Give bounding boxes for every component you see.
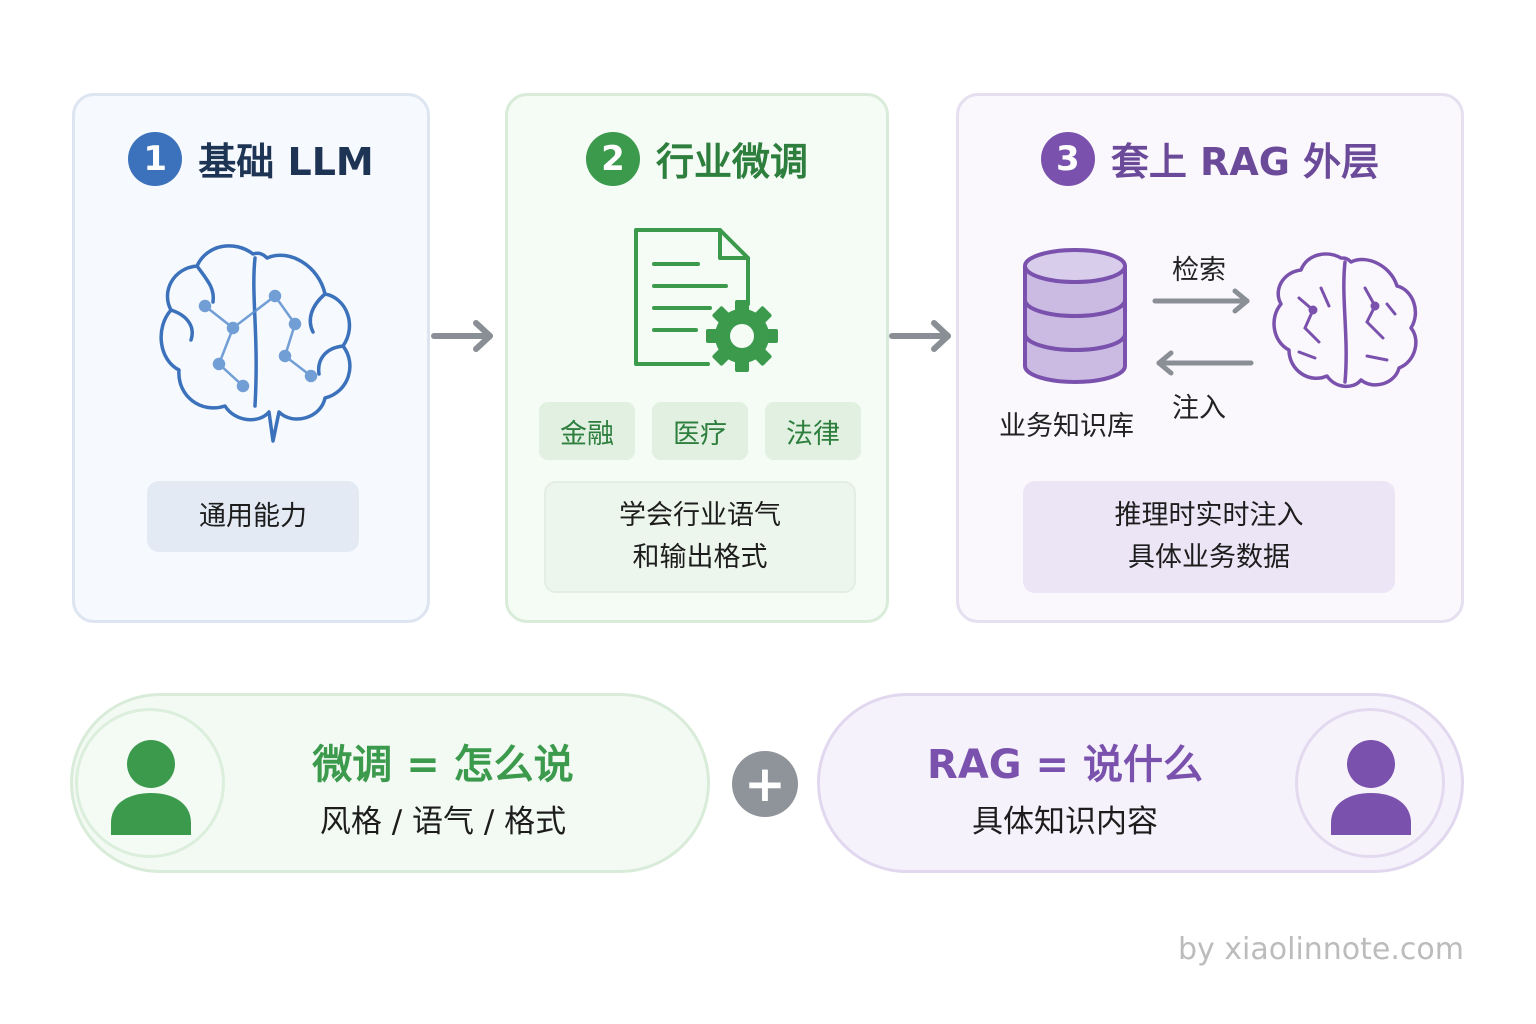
person-icon: [1331, 740, 1411, 835]
step-caption: 通用能力: [147, 481, 359, 552]
arrow-right-icon: [431, 320, 493, 352]
step-header: 3 套上 RAG 外层: [959, 131, 1461, 186]
tag-legal: 法律: [765, 402, 861, 460]
step-card-base-llm: 1 基础 LLM 通用能力: [72, 93, 430, 623]
brain-icon: [159, 244, 352, 443]
arrow-right-icon: [889, 320, 951, 352]
step-header: 2 行业微调: [508, 131, 886, 186]
tag-finance: 金融: [539, 402, 635, 460]
step-number-badge: 3: [1040, 131, 1095, 186]
plus-icon: +: [732, 751, 798, 817]
tag-medical: 医疗: [652, 402, 748, 460]
summary-subtitle: 风格 / 语气 / 格式: [319, 804, 567, 840]
arrow-left-icon: [1156, 350, 1254, 376]
person-icon: [111, 740, 191, 835]
summary-title: 微调 = 怎么说: [312, 742, 574, 788]
step-number-badge: 2: [585, 131, 640, 186]
summary-subtitle: 具体知识内容: [972, 804, 1158, 840]
step-header: 1 基础 LLM: [75, 131, 427, 186]
step-title: 基础 LLM: [198, 140, 374, 184]
step-title: 套上 RAG 外层: [1110, 140, 1380, 184]
summary-rag: RAG = 说什么 具体知识内容: [817, 693, 1464, 873]
step-title: 行业微调: [655, 140, 808, 184]
watermark-credit: by xiaolinnote.com: [1177, 932, 1464, 967]
arrow-right-icon: [1152, 288, 1250, 314]
step-card-finetune: 2 行业微调 金融 医疗 法律: [505, 93, 889, 623]
step-caption: 学会行业语气 和输出格式: [544, 481, 856, 593]
avatar: [1295, 708, 1445, 858]
database-icon: [1023, 248, 1127, 384]
avatar: [75, 708, 225, 858]
document-gear-icon: [634, 228, 778, 372]
step-card-rag: 3 套上 RAG 外层 业务知识库 检索 注入: [956, 93, 1464, 623]
retrieve-label: 检索: [1172, 255, 1226, 286]
brain-icon: [1272, 252, 1418, 389]
step-caption: 推理时实时注入 具体业务数据: [1023, 481, 1395, 593]
inject-label: 注入: [1172, 393, 1226, 424]
summary-finetune: 微调 = 怎么说 风格 / 语气 / 格式: [70, 693, 710, 873]
database-label: 业务知识库: [999, 411, 1134, 442]
summary-title: RAG = 说什么: [927, 742, 1203, 788]
step-number-badge: 1: [128, 131, 183, 186]
